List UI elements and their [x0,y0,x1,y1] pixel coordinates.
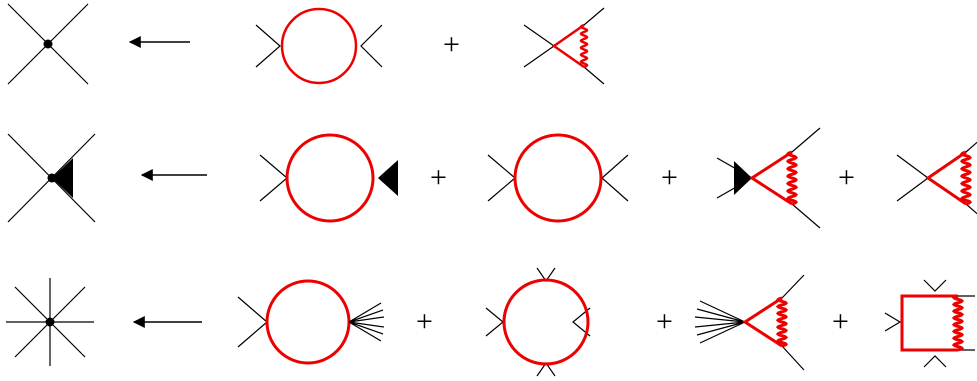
bubble-with-fan-diagram [237,279,385,365]
photon-vertex-correction-diagram [896,141,977,215]
bubble-diagram [487,133,629,223]
row-1-equation [7,3,605,85]
plus-sign: + [656,305,673,338]
plus-sign: + [416,305,433,338]
bubble-with-wedge-diagram [259,133,398,223]
row-3-equation [6,267,975,377]
row-2-equation [7,127,977,229]
plus-sign: + [443,28,460,61]
quartic-vertex-icon [7,3,89,85]
wedge-photon-vertex-diagram [716,127,821,229]
bubble-with-top-bottom-legs-diagram [485,267,591,377]
bubble-diagram [255,7,383,85]
plus-sign: + [832,305,849,338]
quartic-vertex-with-wedge-icon [7,133,96,223]
plus-sign: + [430,161,447,194]
plus-sign: + [838,161,855,194]
fan-photon-vertex-diagram [694,274,805,371]
box-photon-diagram [884,279,975,368]
photon-vertex-correction-diagram [523,7,605,85]
plus-sign: + [661,161,678,194]
eight-leg-vertex-icon [6,278,94,366]
